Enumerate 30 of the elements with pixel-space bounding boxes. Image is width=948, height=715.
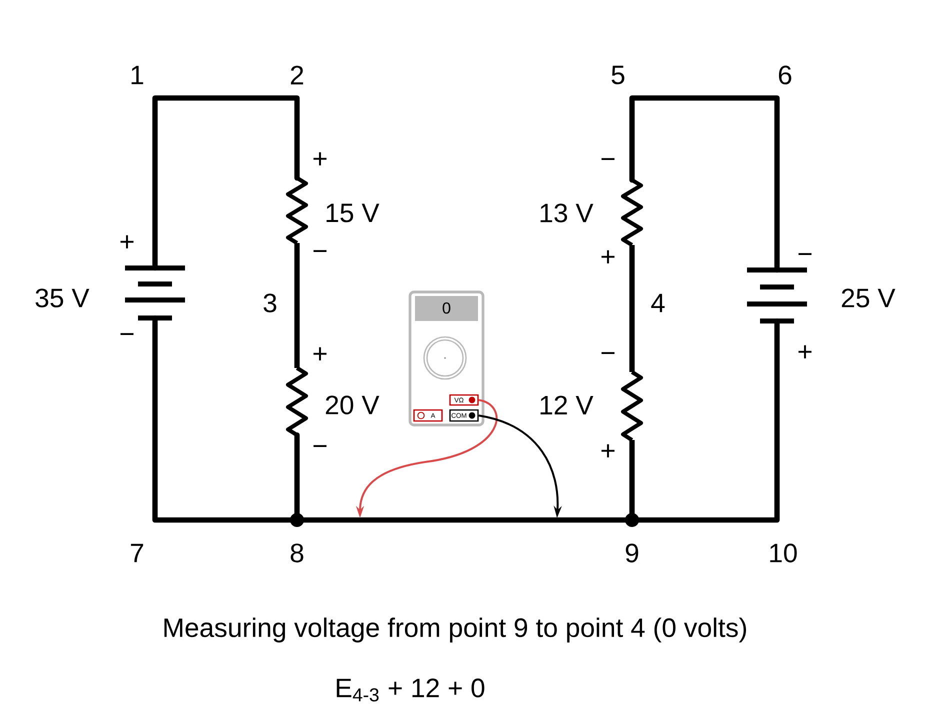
polarity-sign: − xyxy=(602,352,614,354)
polarity-sign: + xyxy=(798,345,812,358)
polarity-sign: + xyxy=(120,235,134,248)
voltage-label: 12 V xyxy=(540,396,594,414)
caption: Measuring voltage from point 9 to point 4 (0 volts) xyxy=(164,618,746,642)
point-number: 6 xyxy=(778,66,792,84)
voltage-label: 20 V xyxy=(326,396,380,414)
polarity-sign: + xyxy=(314,152,326,166)
point-number: 2 xyxy=(290,66,304,84)
point-number: 10 xyxy=(770,544,797,562)
voltage-label: 13 V xyxy=(540,204,594,222)
point-number: 7 xyxy=(130,544,144,562)
point-number: 5 xyxy=(612,66,624,84)
voltage-label: 35 V xyxy=(36,288,90,308)
polarity-sign: − xyxy=(798,253,812,255)
equation: E$_{4-3}$ + 12 + 0 xyxy=(336,678,484,702)
polarity-sign: − xyxy=(120,333,134,335)
point-number: 4 xyxy=(651,294,665,312)
voltage-label: 15 V xyxy=(326,204,380,222)
polarity-sign: − xyxy=(602,158,614,160)
point-number: 3 xyxy=(264,294,276,312)
polarity-sign: + xyxy=(602,444,614,458)
point-number: 8 xyxy=(290,544,304,562)
polarity-sign: − xyxy=(314,445,326,447)
point-number: 1 xyxy=(132,66,144,84)
point-number: 9 xyxy=(626,544,638,562)
polarity-sign: + xyxy=(314,347,326,360)
polarity-sign: + xyxy=(602,250,614,264)
voltage-label: 25 V xyxy=(842,288,896,308)
polarity-sign: − xyxy=(314,250,326,252)
